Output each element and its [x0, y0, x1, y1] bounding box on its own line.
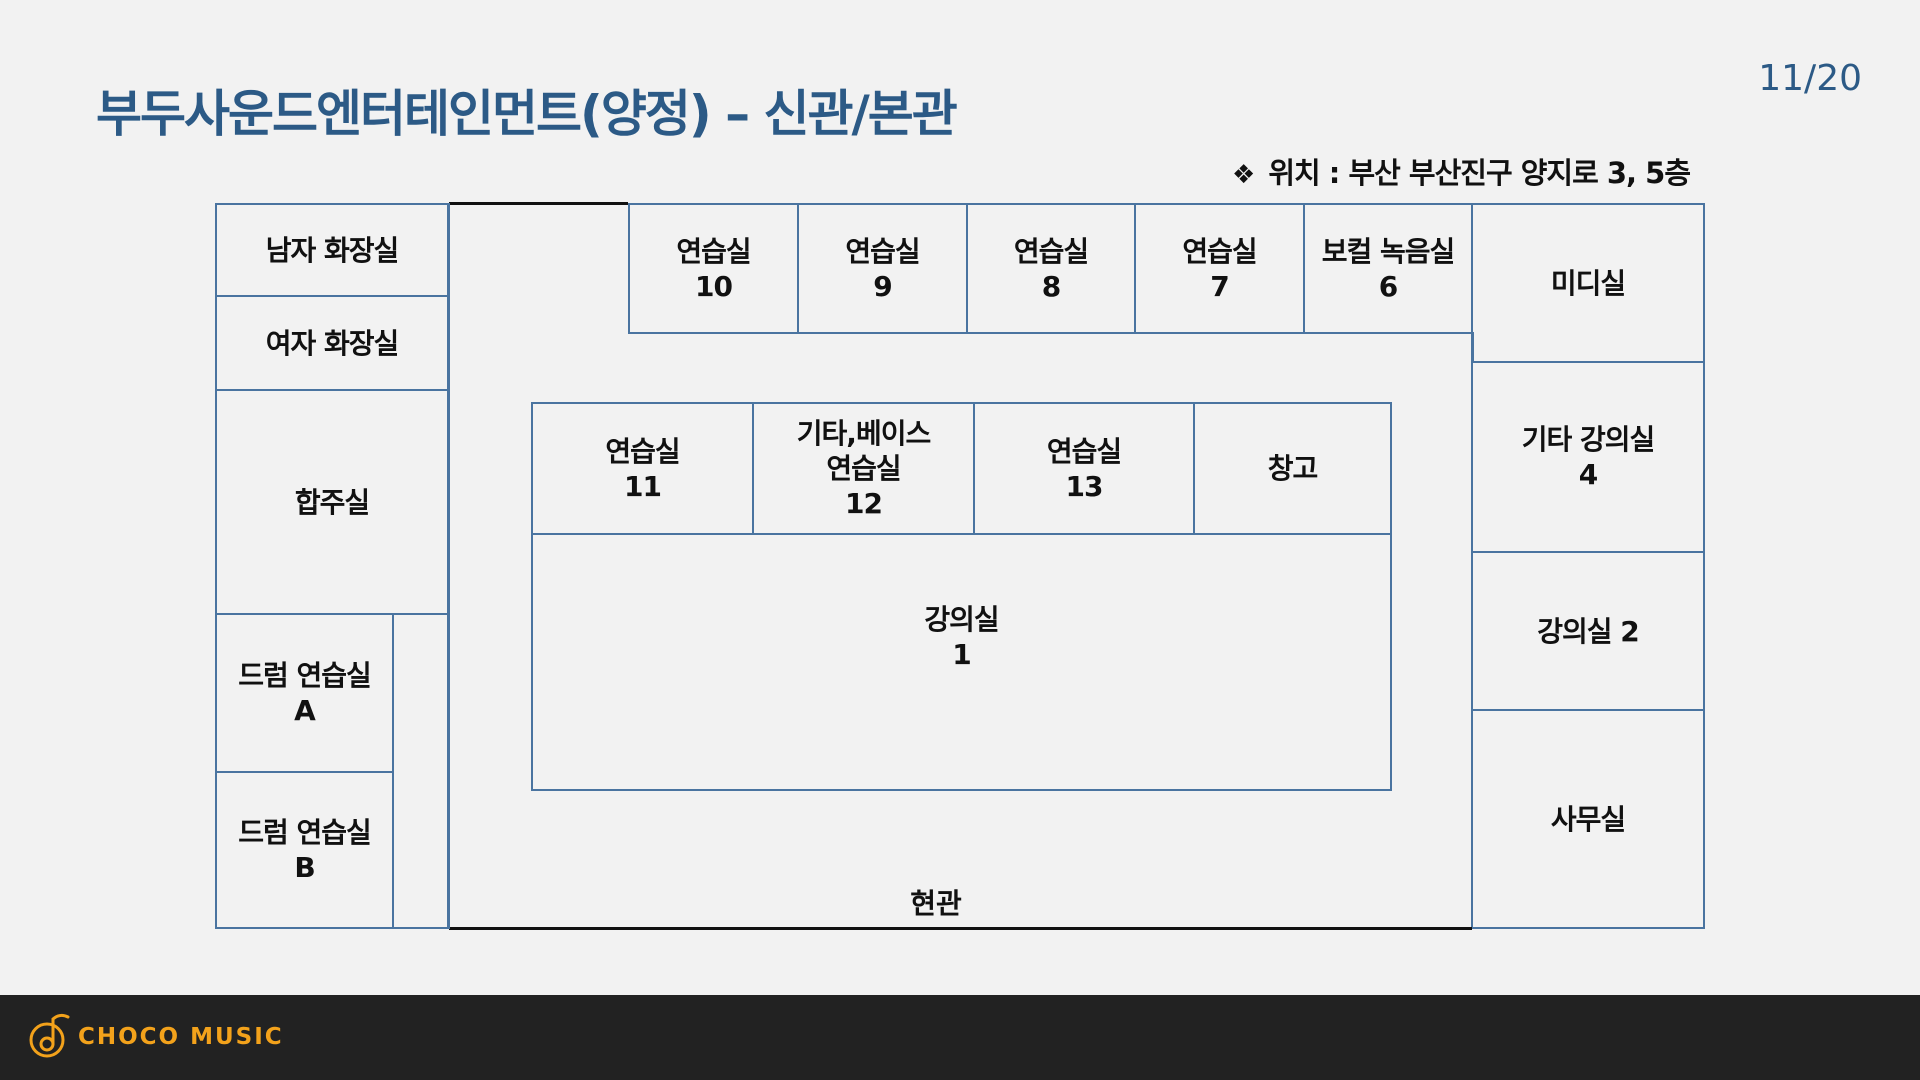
room-practice-9: 연습실 9 [797, 203, 968, 334]
room-practice-7: 연습실 7 [1134, 203, 1305, 334]
page-title: 부두사운드엔터테인먼트(양정) – 신관/본관 [96, 85, 958, 143]
room-ensemble: 합주실 [215, 389, 449, 615]
room-practice-10: 연습실 10 [628, 203, 799, 334]
corridor-top-edge [449, 202, 628, 205]
room-vocal-recording-6: 보컬 녹음실 6 [1303, 203, 1473, 334]
room-storage: 창고 [1193, 402, 1392, 535]
corridor-right-edge [1471, 332, 1474, 362]
corridor-left-edge [447, 203, 450, 929]
corridor-bottom-edge [449, 927, 1472, 930]
room-midi: 미디실 [1471, 203, 1705, 363]
room-womens-restroom: 여자 화장실 [215, 295, 449, 391]
room-drum-a: 드럼 연습실 A [215, 613, 394, 773]
location-line: ❖ 위치 : 부산 부산진구 양지로 3, 5층 [1232, 150, 1691, 192]
room-practice-13: 연습실 13 [973, 402, 1195, 535]
room-practice-8: 연습실 8 [966, 203, 1136, 334]
room-lecture-1: 강의실 1 [531, 533, 1392, 791]
footer-logo-text: CHOCO MUSIC [78, 1024, 284, 1050]
diamond-bullet-icon: ❖ [1232, 160, 1255, 190]
footer-bar: CHOCO MUSIC [0, 995, 1920, 1080]
room-office: 사무실 [1471, 709, 1705, 929]
room-drum-b: 드럼 연습실 B [215, 771, 394, 929]
music-note-icon [29, 1013, 70, 1058]
room-guitar-bass-12: 기타,베이스 연습실 12 [752, 402, 975, 535]
corridor-left-strip [392, 613, 449, 929]
room-guitar-lecture-4: 기타 강의실 4 [1471, 361, 1705, 553]
room-mens-restroom: 남자 화장실 [215, 203, 449, 297]
room-lecture-2: 강의실 2 [1471, 551, 1705, 711]
room-practice-11: 연습실 11 [531, 402, 754, 535]
location-text: 위치 : 부산 부산진구 양지로 3, 5층 [1268, 156, 1691, 190]
entrance-label: 현관 [910, 887, 962, 920]
page-number: 11/20 [1758, 58, 1862, 99]
